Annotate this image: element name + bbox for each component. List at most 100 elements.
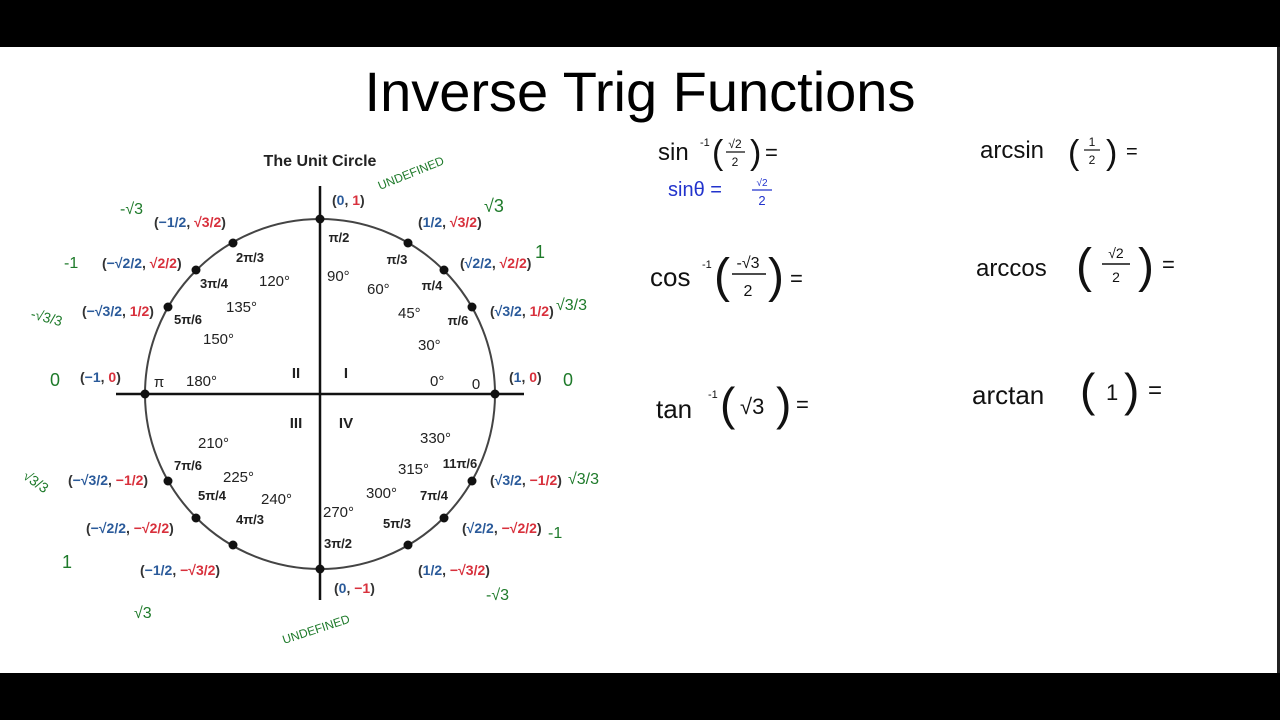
deg-270: 270° (323, 504, 354, 521)
deg-0: 0° (430, 373, 444, 390)
quadrant-IV: IV (339, 415, 353, 432)
tan-90: UNDEFINED (376, 153, 446, 192)
denominator: 2 (1089, 153, 1096, 167)
tan-60: √3 (484, 196, 504, 216)
numerator: √2 (728, 137, 742, 151)
tan-315: -1 (548, 525, 562, 542)
point-60 (403, 238, 413, 248)
work-sin-theta: sinθ = (668, 179, 722, 201)
equals: = (1126, 141, 1138, 163)
numerator: -√3 (736, 255, 759, 272)
point-45 (439, 265, 449, 275)
rad-90: π/2 (329, 230, 350, 245)
tan-210: √3/3 (20, 467, 52, 496)
problem-sin-inverse: sin -1 ( √2 2 ) = (658, 134, 778, 172)
paren: ( (720, 378, 736, 430)
denominator: 2 (732, 155, 739, 169)
unit-circle-title: The Unit Circle (264, 153, 377, 170)
deg-330: 330° (420, 430, 451, 447)
deg-225: 225° (223, 469, 254, 486)
quadrant-III: III (290, 415, 303, 432)
tan-330: √3/3 (568, 471, 599, 488)
coord-315: (√2/2, −√2/2) (462, 520, 542, 536)
point-0 (490, 389, 500, 399)
coord-330: (√3/2, −1/2) (490, 472, 562, 488)
problem-sin-work: sinθ = √2 2 (668, 177, 772, 208)
deg-210: 210° (198, 435, 229, 452)
rad-45: π/4 (422, 278, 444, 293)
tan-135: -1 (64, 255, 78, 272)
deg-120: 120° (259, 273, 290, 290)
deg-30: 30° (418, 337, 441, 354)
tan-225: 1 (62, 552, 72, 572)
problem-arccos: arccos ( √2 2 ) = (976, 240, 1175, 293)
point-270 (315, 564, 325, 574)
coord-300: (1/2, −√3/2) (418, 562, 490, 578)
deg-180: 180° (186, 373, 217, 390)
coordinate-labels: (1, 0) (√3/2, 1/2) (√2/2, √2/2) (1/2, √3… (68, 192, 562, 596)
work-numerator: √2 (756, 177, 767, 189)
coord-225: (−√2/2, −√2/2) (86, 520, 174, 536)
paren: ( (1080, 364, 1096, 416)
point-90 (315, 214, 325, 224)
coord-135: (−√2/2, √2/2) (102, 255, 182, 271)
point-300 (403, 540, 413, 550)
numerator: 1 (1089, 135, 1096, 149)
tan-300: -√3 (486, 587, 509, 604)
coord-45: (√2/2, √2/2) (460, 255, 531, 271)
rad-315: 7π/4 (420, 488, 449, 503)
fn-arctan: arctan (972, 380, 1044, 410)
problem-arcsin: arcsin ( 1 2 ) = (980, 134, 1138, 172)
denominator: 2 (744, 283, 753, 300)
paren: ) (750, 134, 761, 172)
problem-arctan: arctan ( 1 ) = (972, 364, 1162, 416)
quadrant-I: I (344, 365, 348, 382)
inverse-exp: -1 (708, 389, 718, 401)
fn-tan: tan (656, 394, 692, 424)
point-135 (191, 265, 201, 275)
coord-180: (−1, 0) (80, 369, 121, 385)
point-330 (467, 476, 477, 486)
tan-0: 0 (563, 370, 573, 390)
deg-45: 45° (398, 305, 421, 322)
coord-210: (−√3/2, −1/2) (68, 472, 148, 488)
rad-60: π/3 (387, 252, 408, 267)
paren: ) (768, 250, 784, 303)
work-denominator: 2 (758, 193, 765, 208)
point-30 (467, 302, 477, 312)
paren: ) (1106, 134, 1117, 172)
rad-240: 4π/3 (236, 512, 264, 527)
deg-315: 315° (398, 461, 429, 478)
point-225 (191, 513, 201, 523)
tan-240: √3 (134, 605, 152, 622)
paren: ) (1124, 364, 1139, 416)
deg-135: 135° (226, 299, 257, 316)
deg-240: 240° (261, 491, 292, 508)
point-180 (140, 389, 150, 399)
coord-270: (0, −1) (334, 580, 375, 596)
rad-30: π/6 (448, 313, 469, 328)
rad-135: 3π/4 (200, 276, 229, 291)
point-120 (228, 238, 238, 248)
tan-120: -√3 (120, 201, 143, 218)
rad-330: 11π/6 (443, 456, 478, 471)
paren: ) (776, 378, 791, 430)
tan-150: -√3/3 (29, 305, 64, 329)
tan-30: √3/3 (556, 297, 587, 314)
rad-180: π (154, 374, 164, 391)
rad-150: 5π/6 (174, 312, 202, 327)
inverse-exp: -1 (702, 259, 712, 271)
rad-210: 7π/6 (174, 458, 202, 473)
slide-right-edge (1277, 47, 1280, 673)
equals: = (790, 266, 803, 291)
deg-60: 60° (367, 281, 390, 298)
point-210 (163, 476, 173, 486)
degree-labels: 0° 30° 45° 60° 90° 120° 135° 150° 180° 2… (186, 268, 451, 521)
inverse-exp: -1 (700, 137, 710, 149)
paren: ) (1138, 240, 1154, 293)
coord-90: (0, 1) (332, 192, 365, 208)
rad-0: 0 (472, 376, 480, 393)
circle-points (140, 214, 500, 574)
paren: ( (1076, 240, 1092, 293)
deg-90: 90° (327, 268, 350, 285)
